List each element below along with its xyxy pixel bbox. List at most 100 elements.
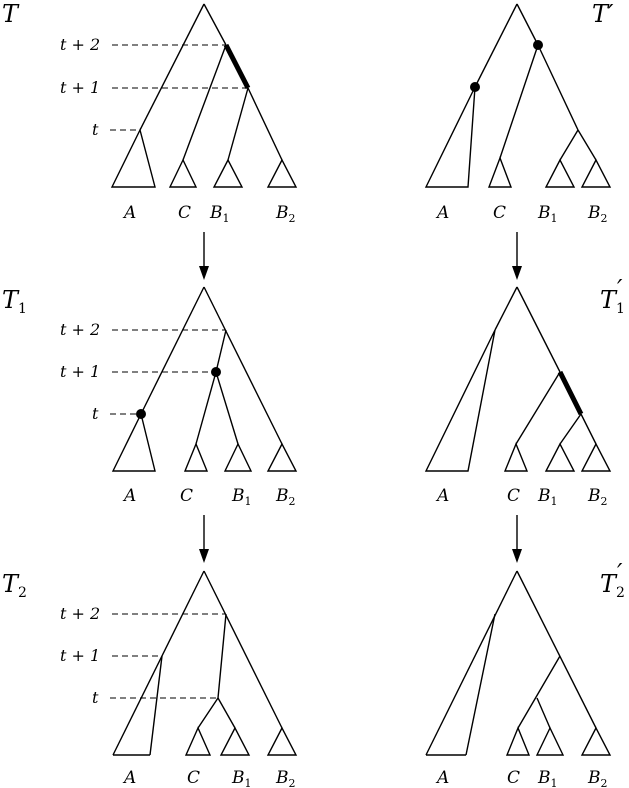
tree-edge bbox=[197, 697, 219, 729]
tree-edge bbox=[559, 129, 579, 161]
leaf-label-C: C bbox=[507, 768, 520, 788]
tree-T2-prime: T2′ A C B1 B2 bbox=[425, 559, 625, 788]
node-marker bbox=[533, 40, 543, 50]
tree-edge bbox=[499, 44, 539, 159]
arrow-down bbox=[512, 515, 522, 563]
subtree-B1 bbox=[544, 158, 576, 188]
leaf-label-A: A bbox=[122, 203, 136, 223]
tree-edge bbox=[425, 570, 518, 756]
tree-T2: T2 t + 2 t + 1 t A C B1 B2 bbox=[2, 570, 298, 788]
subtree-A bbox=[424, 329, 496, 472]
leaf-label-C: C bbox=[493, 203, 506, 223]
tree-edge bbox=[203, 286, 283, 445]
arrow-down bbox=[199, 515, 209, 563]
arrow-head bbox=[199, 266, 209, 280]
node-marker bbox=[136, 409, 146, 419]
highlighted-edge bbox=[557, 370, 584, 416]
subtree-B2 bbox=[266, 726, 298, 756]
tree-T: T t + 2 t + 1 t A C B1 B2 bbox=[2, 0, 298, 225]
tree-edge bbox=[474, 3, 518, 88]
tree-edge bbox=[580, 413, 597, 445]
leaf-label-C: C bbox=[178, 203, 191, 223]
tree-label-T2-prime: T2′ bbox=[600, 559, 625, 601]
time-label-t2: t + 2 bbox=[60, 35, 100, 54]
subtree-C bbox=[184, 726, 212, 756]
leaf-label-A: A bbox=[435, 486, 449, 506]
tree-label-T2: T2 bbox=[2, 570, 27, 601]
tree-edge bbox=[559, 413, 582, 445]
subtree-A bbox=[110, 128, 156, 188]
tree-edge bbox=[215, 371, 239, 445]
tree-label-T-prime: T′ bbox=[592, 0, 614, 28]
tree-T-prime: T′ A C B1 B2 bbox=[424, 0, 614, 225]
subtree-B1 bbox=[223, 442, 253, 472]
leaf-label-C: C bbox=[507, 486, 520, 506]
highlighted-edge bbox=[223, 43, 251, 90]
node-marker bbox=[211, 367, 221, 377]
tree-edge bbox=[515, 371, 561, 445]
tree-edge bbox=[217, 613, 227, 699]
leaf-label-B2: B2 bbox=[275, 486, 296, 508]
subtree-B2 bbox=[266, 442, 298, 472]
subtree-C bbox=[168, 158, 198, 188]
tree-edge bbox=[149, 655, 163, 756]
subtree-B1 bbox=[544, 442, 576, 472]
subtree-B1 bbox=[535, 726, 565, 756]
subtree-B1 bbox=[219, 726, 251, 756]
time-label-t: t bbox=[92, 688, 99, 707]
leaf-label-B1: B1 bbox=[209, 203, 230, 225]
tree-edge bbox=[182, 44, 227, 161]
time-label-t: t bbox=[92, 404, 99, 423]
time-label-t: t bbox=[92, 120, 99, 139]
tree-edge bbox=[577, 129, 597, 161]
node-marker bbox=[470, 82, 480, 92]
tree-edge bbox=[537, 44, 579, 131]
leaf-label-B2: B2 bbox=[587, 486, 608, 508]
subtree-B2 bbox=[266, 158, 298, 188]
leaf-label-B1: B1 bbox=[537, 203, 558, 225]
subtree-C bbox=[183, 442, 209, 472]
leaf-label-C: C bbox=[187, 768, 200, 788]
tree-edge bbox=[203, 3, 227, 46]
tree-edge bbox=[536, 697, 551, 729]
leaf-label-B2: B2 bbox=[587, 203, 608, 225]
leaf-label-A: A bbox=[435, 203, 449, 223]
tree-edge bbox=[516, 570, 597, 729]
tree-edge bbox=[516, 286, 561, 373]
leaf-label-B1: B1 bbox=[231, 768, 252, 788]
tree-edge bbox=[494, 286, 518, 331]
leaf-label-B1: B1 bbox=[537, 768, 558, 788]
tree-edge bbox=[140, 286, 205, 415]
subtree-C bbox=[487, 156, 513, 188]
leaf-label-C: C bbox=[180, 486, 193, 506]
subtree-B2 bbox=[580, 442, 612, 472]
leaf-label-A: A bbox=[435, 768, 449, 788]
tree-label-T: T bbox=[2, 0, 20, 28]
arrow-head bbox=[512, 549, 522, 563]
time-label-t1: t + 1 bbox=[60, 78, 100, 97]
tree-T1: T1 t + 2 t + 1 t A C B1 B2 bbox=[2, 286, 298, 508]
tree-edge bbox=[215, 329, 227, 373]
subtree-B2 bbox=[580, 158, 612, 188]
tree-label-T1-prime: T1′ bbox=[600, 275, 625, 317]
time-label-t2: t + 2 bbox=[60, 320, 100, 339]
leaf-label-B1: B1 bbox=[231, 486, 252, 508]
arrow-head bbox=[512, 266, 522, 280]
leaf-label-B2: B2 bbox=[587, 768, 608, 788]
subtree-A bbox=[424, 86, 476, 188]
arrow-down bbox=[512, 232, 522, 280]
subtree-C bbox=[505, 726, 531, 756]
tree-edge bbox=[112, 570, 205, 756]
tree-edge bbox=[516, 3, 539, 46]
tree-label-T1: T1 bbox=[2, 286, 27, 317]
arrow-head bbox=[199, 549, 209, 563]
time-label-t1: t + 1 bbox=[60, 362, 100, 381]
subtree-A bbox=[111, 411, 156, 472]
leaf-label-A: A bbox=[122, 768, 136, 788]
tree-edge bbox=[203, 570, 283, 729]
leaf-label-B2: B2 bbox=[275, 203, 296, 225]
subtree-C bbox=[503, 442, 529, 472]
arrow-down bbox=[199, 232, 209, 280]
tree-edge bbox=[517, 655, 561, 729]
tree-T1-prime: T1′ A C B1 B2 bbox=[424, 275, 625, 508]
